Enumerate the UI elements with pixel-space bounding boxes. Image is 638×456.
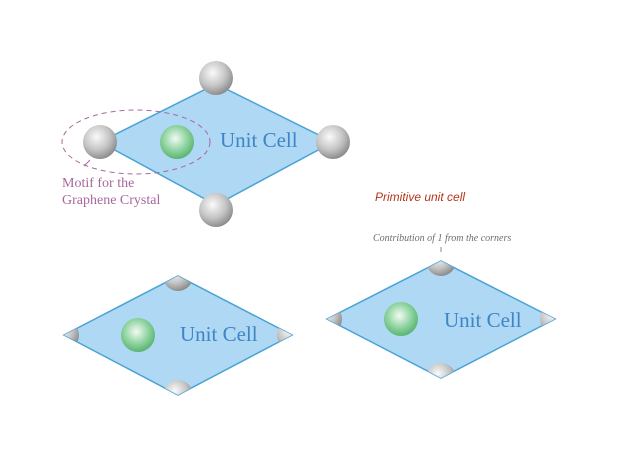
primitive-unit-cell-heading: Primitive unit cell <box>375 190 466 204</box>
corner-atom-fraction-right <box>277 320 292 350</box>
corner-atom-fraction-bottom <box>426 363 456 378</box>
motif-label-line2: Graphene Crystal <box>62 193 161 208</box>
corner-atom-fraction-bottom <box>163 380 193 395</box>
corner-contribution-note: Contribution of 1 from the corners <box>373 233 512 244</box>
motif-atom-green <box>384 302 418 336</box>
motif-label: Motif for the Graphene Crystal <box>62 175 160 209</box>
corner-atom-left <box>83 125 117 159</box>
corner-atom-bottom <box>199 193 233 227</box>
bottom-left-cell-label: Unit Cell <box>180 322 258 346</box>
top-cell-label: Unit Cell <box>220 128 298 152</box>
motif-label-line1: Motif for the <box>62 176 135 191</box>
bottom-right-cell-label: Unit Cell <box>444 308 522 332</box>
motif-pointer-tick <box>83 159 91 167</box>
corner-atom-top <box>199 61 233 95</box>
corner-atom-fraction-top <box>426 261 456 276</box>
corner-atom-fraction-right <box>540 304 555 334</box>
motif-atom-green <box>121 318 155 352</box>
corner-atom-fraction-left <box>64 320 79 350</box>
bottom-right-unit-cell <box>325 247 557 379</box>
motif-dashed-outline <box>61 109 211 175</box>
top-unit-cell <box>61 61 350 227</box>
corner-atom-right <box>316 125 350 159</box>
bottom-left-unit-cell <box>62 275 294 396</box>
motif-atom-green <box>160 125 194 159</box>
corner-atom-fraction-top <box>163 276 193 291</box>
corner-atom-fraction-left <box>327 304 342 334</box>
